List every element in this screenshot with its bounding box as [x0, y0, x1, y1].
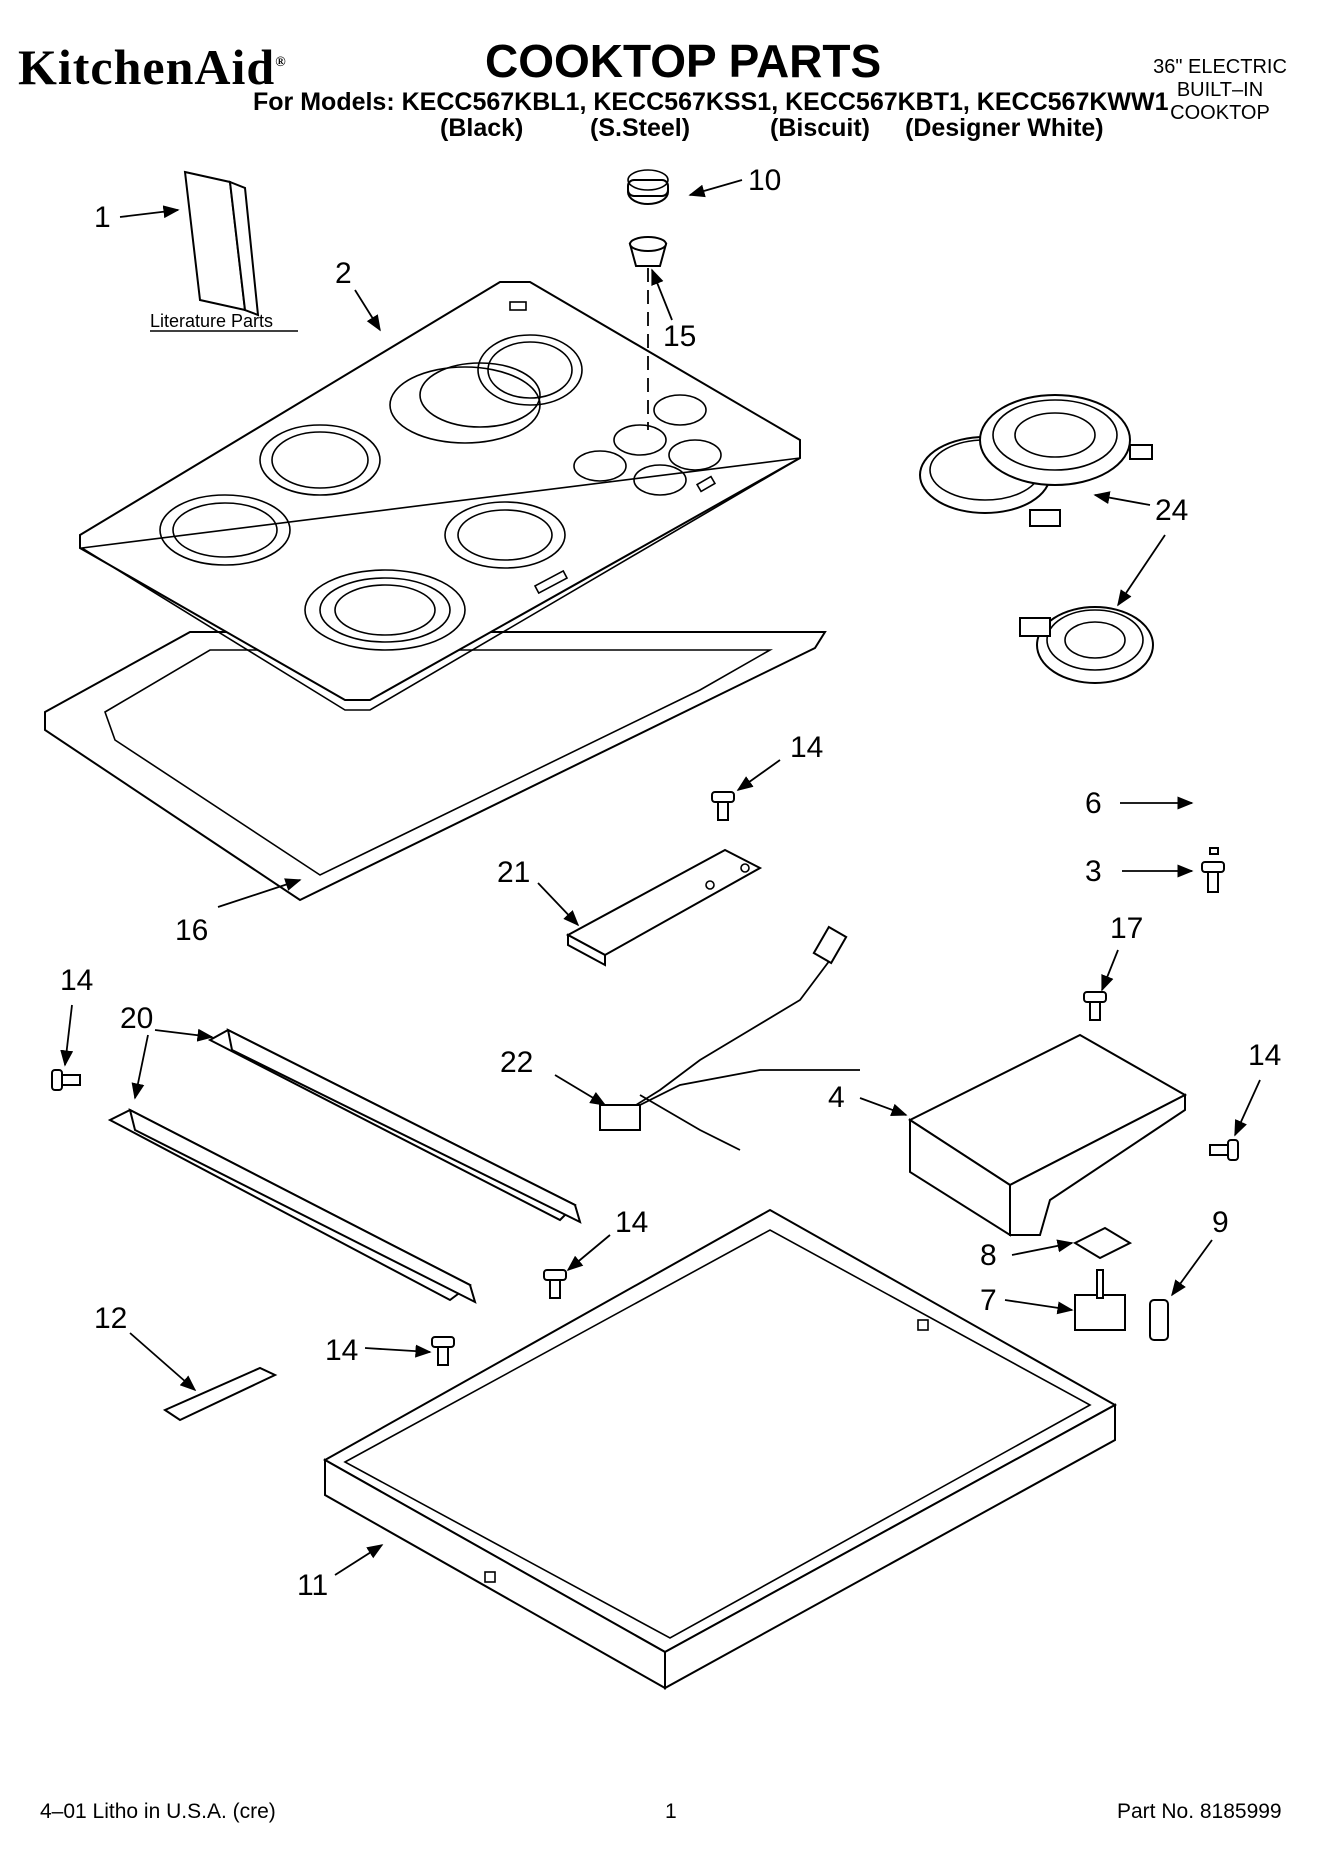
callout-22: 22 [500, 1046, 533, 1079]
kitchenaid-logo: KitchenAid® [18, 38, 287, 96]
mounting-plate [1072, 1226, 1133, 1260]
base-pan [322, 1208, 1118, 1690]
leader-lines [60, 179, 1261, 1576]
callout-12: 12 [94, 1302, 127, 1335]
callout-15: 15 [663, 320, 696, 353]
small-bracket [162, 1366, 278, 1422]
callout-14-left: 14 [60, 964, 93, 997]
callout-10: 10 [748, 164, 781, 197]
litho-note: 4–01 Litho in U.S.A. (cre) [40, 1800, 276, 1823]
callout-16: 16 [175, 914, 208, 947]
cooktop-logo-plate [509, 301, 527, 311]
knob-openings [573, 394, 722, 496]
finish-stainless: (S.Steel) [590, 114, 691, 142]
registered-mark: ® [275, 55, 287, 70]
finish-biscuit: (Biscuit) [770, 114, 870, 142]
control-bracket [565, 848, 763, 967]
callout-17: 17 [1110, 912, 1143, 945]
callout-9: 9 [1212, 1206, 1229, 1239]
callout-20: 20 [120, 1002, 153, 1035]
brand-name: KitchenAid [18, 39, 276, 95]
callout-numbers: 1 2 10 15 24 14 21 6 3 16 17 14 14 20 22… [60, 164, 1281, 1602]
part-number: Part No. 8185999 [1117, 1800, 1282, 1823]
control-box [907, 1033, 1188, 1237]
callout-21: 21 [497, 856, 530, 889]
dual-radiant-element [919, 394, 1153, 527]
callout-14-right: 14 [1248, 1039, 1281, 1072]
callout-6: 6 [1085, 787, 1102, 820]
spec-line: 36" ELECTRIC [1153, 56, 1287, 78]
screw-c [1083, 991, 1107, 1021]
spec-line: COOKTOP [1170, 102, 1270, 124]
callout-1: 1 [94, 201, 111, 234]
screw-b [51, 1069, 81, 1091]
knob-spacer [628, 236, 668, 267]
screw-a [711, 791, 735, 821]
callout-3: 3 [1085, 855, 1102, 888]
product-spec: 36" ELECTRIC BUILT–IN COOKTOP [1140, 56, 1300, 125]
finish-black: (Black) [440, 114, 524, 142]
callout-7: 7 [980, 1284, 997, 1317]
washer-part [1209, 847, 1219, 855]
glass-cooktop [79, 281, 801, 711]
spec-line: BUILT–IN [1176, 79, 1264, 101]
callout-4: 4 [828, 1081, 845, 1114]
left-support-bracket [207, 1028, 582, 1224]
literature-parts-label: Literature Parts [150, 311, 273, 331]
screw-f [431, 1336, 455, 1366]
screw-e [543, 1269, 567, 1299]
right-support-bracket [107, 1108, 477, 1304]
radiant-element [1019, 606, 1154, 684]
control-knob [627, 169, 669, 205]
page-title: COOKTOP PARTS [485, 35, 882, 87]
models-line: For Models: KECC567KBL1, KECC567KSS1, KE… [253, 88, 1169, 116]
callout-14-center: 14 [615, 1206, 648, 1239]
literature-booklet [183, 170, 260, 317]
infinite-switch [1074, 1269, 1126, 1331]
finish-designer-white: (Designer White) [905, 114, 1104, 142]
callout-24: 24 [1155, 494, 1188, 527]
callout-14-top: 14 [790, 731, 823, 764]
callout-8: 8 [980, 1239, 997, 1272]
callout-11: 11 [297, 1569, 328, 1602]
indicator-light [1149, 1299, 1169, 1341]
callout-14-lower: 14 [325, 1334, 358, 1367]
page-number: 1 [665, 1800, 677, 1823]
screw-d [1209, 1139, 1239, 1161]
callout-2: 2 [335, 257, 352, 290]
cooktop-seal [44, 631, 827, 902]
wire-harness [599, 925, 860, 1151]
screw-part [1201, 861, 1225, 893]
